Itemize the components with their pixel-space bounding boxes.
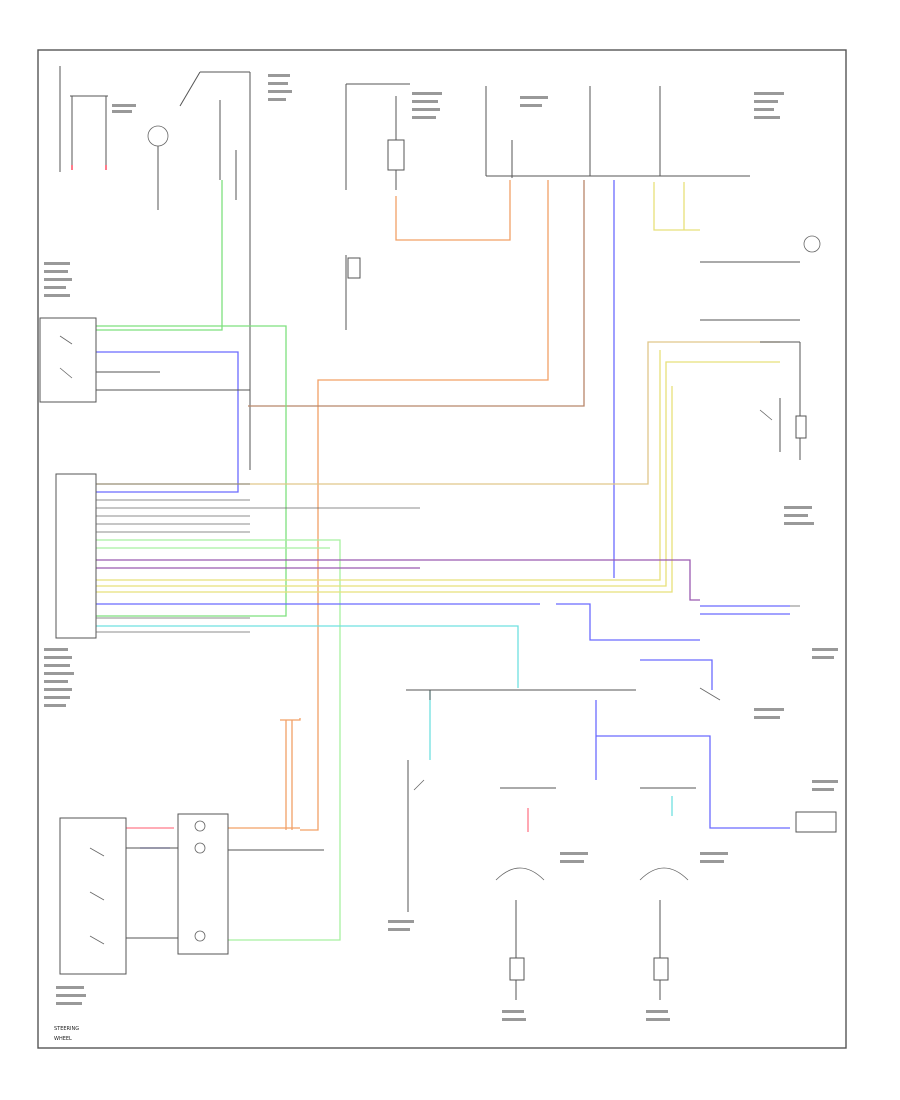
footer-label: STEERING [54,1026,79,1032]
tiny-label-marks [44,74,838,1021]
top-left-switch-group [59,66,251,470]
cruise-switch-block [39,317,250,403]
top-middle-fuse-group [345,83,750,330]
cruise-control-main-switch [59,813,324,975]
right-side-components [406,235,837,1000]
diagram-frame [37,49,847,1049]
control-unit-connector [55,473,420,639]
footer-label-2: WHEEL [54,1036,72,1042]
